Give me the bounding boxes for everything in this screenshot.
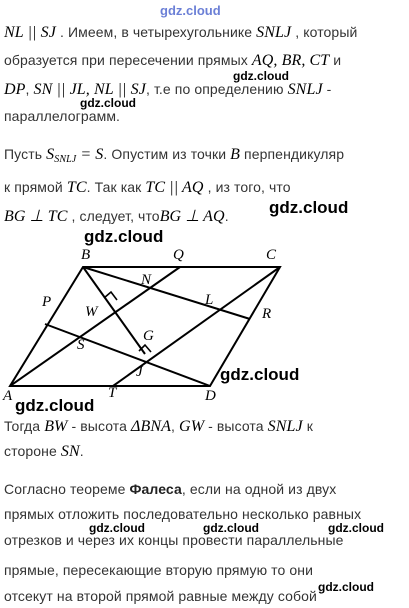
- paragraph-3-line-1: Тогда BW - высота ΔBNA, GW - высота SNLJ…: [4, 418, 313, 436]
- right-angle-g: [138, 343, 152, 353]
- text: . Так как: [86, 179, 142, 195]
- math: AQ, BR, CT: [251, 52, 330, 69]
- math: = S: [80, 146, 104, 163]
- label-q: Q: [173, 247, 184, 263]
- label-p: P: [41, 294, 51, 310]
- text: , который: [295, 24, 358, 40]
- math: NL || SJ: [4, 24, 56, 41]
- watermark: gdz.cloud: [84, 227, 164, 246]
- watermark: gdz.cloud: [15, 396, 95, 415]
- text: образуется при пересечении прямых: [4, 52, 248, 68]
- math: SNLJ: [267, 418, 303, 435]
- label-a: A: [2, 388, 13, 404]
- text: - высота: [208, 418, 264, 434]
- label-n: N: [140, 272, 152, 288]
- label-s: S: [77, 337, 85, 353]
- text: Согласно теореме: [4, 481, 126, 497]
- paragraph-4-line-3: отрезков и через их концы провести парал…: [4, 532, 344, 548]
- paragraph-1-line-3: DP, SN || JL, NL || SJ, т.е по определен…: [4, 81, 331, 99]
- paragraph-3-line-2: стороне SN.: [4, 443, 84, 461]
- label-c: C: [266, 247, 277, 263]
- text: , из того, что: [207, 179, 291, 195]
- math: BW: [44, 418, 68, 435]
- watermark-top: gdz.cloud: [160, 3, 221, 18]
- math-subscript: SNLJ: [54, 154, 77, 165]
- geometry-figure: B Q C N P W L R G S J A T D: [2, 247, 282, 404]
- text: Пусть: [4, 146, 43, 162]
- paragraph-1-line-4: параллелограмм.: [4, 108, 120, 124]
- math: SNLJ: [256, 24, 292, 41]
- paragraph-1-line-2: образуется при пересечении прямых AQ, BR…: [4, 52, 341, 70]
- line-bg: [82, 266, 146, 355]
- label-d: D: [204, 388, 216, 404]
- watermark: gdz.cloud: [89, 521, 145, 535]
- text: . Имеем, в четырехугольнике: [59, 24, 253, 40]
- watermark: gdz.cloud: [328, 521, 384, 535]
- text: , следует, что: [71, 208, 160, 224]
- math: TC: [66, 179, 87, 196]
- paragraph-2-line-2: к прямой TC. Так как TC || AQ , из того,…: [4, 179, 291, 197]
- text: ,: [25, 81, 30, 97]
- watermark: gdz.cloud: [80, 96, 136, 110]
- watermark: gdz.cloud: [233, 69, 289, 83]
- text: , т.е по определению: [145, 81, 284, 97]
- text: к: [306, 418, 313, 434]
- watermark: gdz.cloud: [269, 198, 349, 217]
- text: стороне: [4, 443, 57, 459]
- paragraph-2-line-1: Пусть SSNLJ = S. Опустим из точки B перп…: [4, 146, 344, 165]
- text: Тогда: [4, 418, 41, 434]
- line-dp: [44, 323, 211, 387]
- text: -: [326, 81, 332, 97]
- text: .: [79, 443, 84, 459]
- math: SNLJ: [287, 81, 323, 98]
- math: GW: [179, 418, 205, 435]
- text-bold: Фалеса: [129, 481, 182, 497]
- watermark: gdz.cloud: [318, 580, 374, 594]
- label-l: L: [204, 292, 213, 308]
- paragraph-2-line-3: BG ⊥ TC , следует, чтоBG ⊥ AQ.: [4, 206, 229, 226]
- math: B: [230, 146, 241, 163]
- paragraph-1-line-1: NL || SJ . Имеем, в четырехугольнике SNL…: [4, 24, 357, 42]
- math: SN: [60, 443, 80, 460]
- paragraph-4-line-2: прямых отложить последовательно нескольк…: [4, 506, 362, 522]
- watermark: gdz.cloud: [203, 521, 259, 535]
- math: TC || AQ: [145, 179, 204, 196]
- paragraph-4-line-4: прямые, пересекающие вторую прямую то он…: [4, 562, 314, 578]
- watermark: gdz.cloud: [220, 365, 300, 384]
- label-g: G: [143, 328, 154, 344]
- text: . Опустим из точки: [103, 146, 227, 162]
- math: ΔBNA: [131, 418, 172, 435]
- math: BG ⊥ AQ: [159, 208, 225, 225]
- paragraph-4-line-5: отсекут на второй прямой равные между со…: [4, 588, 317, 604]
- text: перпендикуляр: [244, 146, 345, 162]
- text: и: [333, 52, 342, 68]
- label-r: R: [261, 306, 271, 322]
- text: к прямой: [4, 179, 63, 195]
- label-w: W: [85, 304, 99, 320]
- line-ct: [112, 266, 281, 387]
- text: , если на одной из двух: [181, 481, 337, 497]
- paragraph-4-line-1: Согласно теореме Фалеса, если на одной и…: [4, 481, 336, 497]
- text: - высота: [71, 418, 128, 434]
- label-t: T: [108, 385, 118, 401]
- right-angle-w: [103, 290, 118, 301]
- label-j: J: [136, 364, 144, 380]
- text: .: [224, 208, 229, 224]
- math: BG ⊥ TC: [4, 208, 68, 225]
- text: ,: [171, 418, 176, 434]
- figure-lines: [8, 266, 282, 387]
- math: DP: [4, 81, 26, 98]
- math: SN || JL, NL || SJ: [33, 81, 146, 98]
- text: параллелограмм.: [4, 108, 121, 124]
- line-aq: [9, 266, 181, 387]
- math: S: [46, 146, 55, 163]
- label-b: B: [81, 247, 90, 263]
- line-br: [82, 266, 251, 320]
